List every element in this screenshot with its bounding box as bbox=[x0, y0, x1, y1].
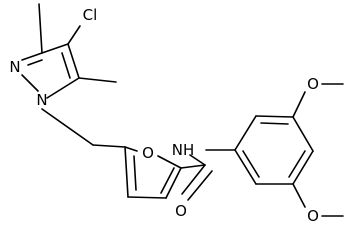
atom-label-carbonyl-o: O bbox=[175, 202, 187, 220]
bond-ph2-ph3 bbox=[255, 115, 294, 118]
atom-labels: Cl N N O NH O O O bbox=[9, 6, 319, 225]
bond-c4f-c5f bbox=[124, 146, 129, 198]
bond-n1-n2 bbox=[21, 74, 39, 92]
bond-camide-nh bbox=[189, 154, 206, 166]
bond-camide-o-double bbox=[187, 170, 213, 201]
atom-label-methoxy-o-bottom: O bbox=[307, 207, 319, 225]
bond-c2f-camide bbox=[180, 164, 206, 169]
atom-label-pyrazole-n1: N bbox=[36, 91, 47, 109]
bond-ph3-omethoxy bbox=[292, 91, 306, 118]
phenyl-ring bbox=[234, 83, 344, 217]
furan-ring bbox=[92, 144, 182, 199]
bond-ph3-ph4 bbox=[292, 116, 314, 152]
bond-c3-methyl bbox=[38, 3, 43, 54]
atom-label-cl: Cl bbox=[83, 6, 98, 24]
bond-n2-c3 bbox=[21, 52, 43, 61]
bond-n2-c3-inner bbox=[27, 59, 43, 66]
bond-ch2-c5f bbox=[92, 144, 126, 148]
bond-c4-c5 bbox=[67, 43, 80, 79]
bond-ph4-ph5 bbox=[292, 150, 314, 185]
bond-ph6-ph1-inner bbox=[242, 150, 260, 178]
bond-c2f-c3f-inner bbox=[160, 167, 175, 194]
molecule-diagram: Cl N N O NH O O O bbox=[9, 3, 344, 225]
atom-label-furan-o: O bbox=[142, 144, 154, 162]
bond-c4-cl bbox=[67, 25, 81, 45]
bond-camide-o bbox=[181, 164, 206, 195]
bond-c4-c5-inner bbox=[61, 52, 71, 79]
amide-group bbox=[180, 149, 236, 201]
bond-c5-n1 bbox=[46, 77, 80, 99]
bond-c3f-c4f bbox=[127, 196, 167, 199]
bond-c2f-c3f bbox=[165, 167, 182, 199]
bond-ph2-ph3-inner bbox=[260, 122, 289, 125]
bond-c5f-o bbox=[124, 146, 138, 152]
atom-label-pyrazole-n: N bbox=[9, 58, 20, 76]
bond-n1-ch2 bbox=[41, 108, 94, 146]
atom-label-amide-nh: NH bbox=[172, 141, 195, 159]
pyrazole-ring bbox=[21, 3, 117, 146]
bond-c5-methyl bbox=[78, 77, 117, 83]
bond-ph5-omethoxy bbox=[292, 183, 306, 208]
bond-o-c2f bbox=[157, 155, 182, 169]
bond-ph4-ph5-inner bbox=[288, 150, 306, 178]
bond-c4f-c5f-inner bbox=[133, 155, 137, 191]
bond-ph1-ph2 bbox=[234, 115, 257, 151]
bond-ph6-ph1 bbox=[234, 149, 257, 185]
bond-c3-c4 bbox=[41, 43, 69, 54]
atom-label-methoxy-o-top: O bbox=[307, 75, 319, 93]
